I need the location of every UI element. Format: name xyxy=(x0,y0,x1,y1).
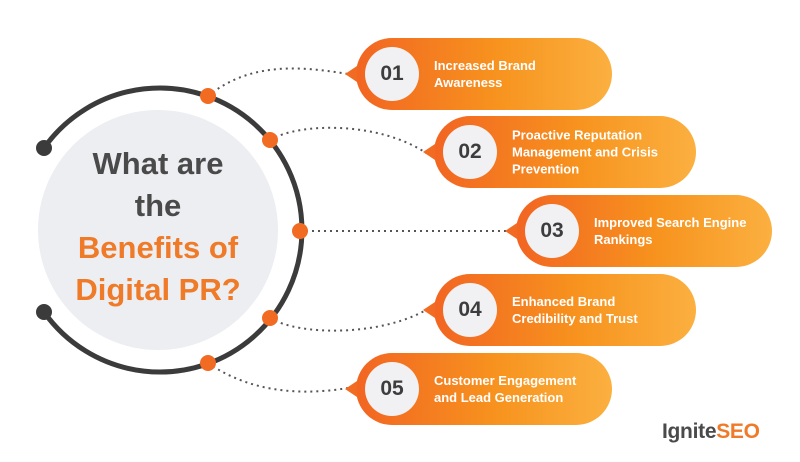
benefit-label: Enhanced Brand Credibility and Trust xyxy=(512,294,638,326)
title-line-2: the xyxy=(134,188,182,223)
pointer-notch xyxy=(345,66,357,82)
pointer-notch xyxy=(423,144,435,160)
ring-node-2 xyxy=(262,132,278,148)
ring-end-bottom xyxy=(36,304,52,320)
ring-node-4 xyxy=(262,310,278,326)
connector-4 xyxy=(269,309,427,332)
benefit-card-1: 01 Increased Brand Awareness xyxy=(345,38,612,110)
benefit-number: 01 xyxy=(365,47,419,101)
benefit-number: 04 xyxy=(443,283,497,337)
benefit-number: 03 xyxy=(525,204,579,258)
benefit-card-3: 03 Improved Search Engine Rankings xyxy=(505,195,772,267)
connector-5 xyxy=(207,362,349,393)
brand-logo: IgniteSEO xyxy=(662,420,760,444)
benefit-card-4: 04 Enhanced Brand Credibility and Trust xyxy=(423,274,696,346)
title-line-1: What are xyxy=(92,146,224,181)
pointer-notch xyxy=(345,381,357,397)
ring-node-1 xyxy=(200,88,216,104)
pointer-notch xyxy=(505,223,517,239)
title-line-3: Benefits of xyxy=(77,230,239,265)
center-title: What are the Benefits of Digital PR? xyxy=(50,143,266,311)
ring-node-5 xyxy=(200,355,216,371)
center-circle xyxy=(38,110,278,350)
benefit-label: Customer Engagement and Lead Generation xyxy=(434,373,577,405)
title-line-4: Digital PR? xyxy=(75,272,241,307)
benefit-number: 02 xyxy=(443,125,497,179)
benefit-card-5: 05 Customer Engagement and Lead Generati… xyxy=(345,353,612,425)
pointer-notch xyxy=(423,302,435,318)
ring-end-top xyxy=(36,140,52,156)
benefit-card-2: 02 Proactive Reputation Management and C… xyxy=(423,116,696,188)
connector-2 xyxy=(269,126,427,154)
benefit-label: Improved Search Engine Rankings xyxy=(594,215,747,247)
logo-word-seo: SEO xyxy=(716,420,760,443)
connector-1 xyxy=(207,67,349,97)
benefit-label: Proactive Reputation Management and Cris… xyxy=(512,127,658,177)
benefit-number: 05 xyxy=(365,362,419,416)
logo-word-ignite: Ignite xyxy=(662,420,717,443)
benefit-label: Increased Brand Awareness xyxy=(434,58,536,90)
ring-node-3 xyxy=(292,223,308,239)
